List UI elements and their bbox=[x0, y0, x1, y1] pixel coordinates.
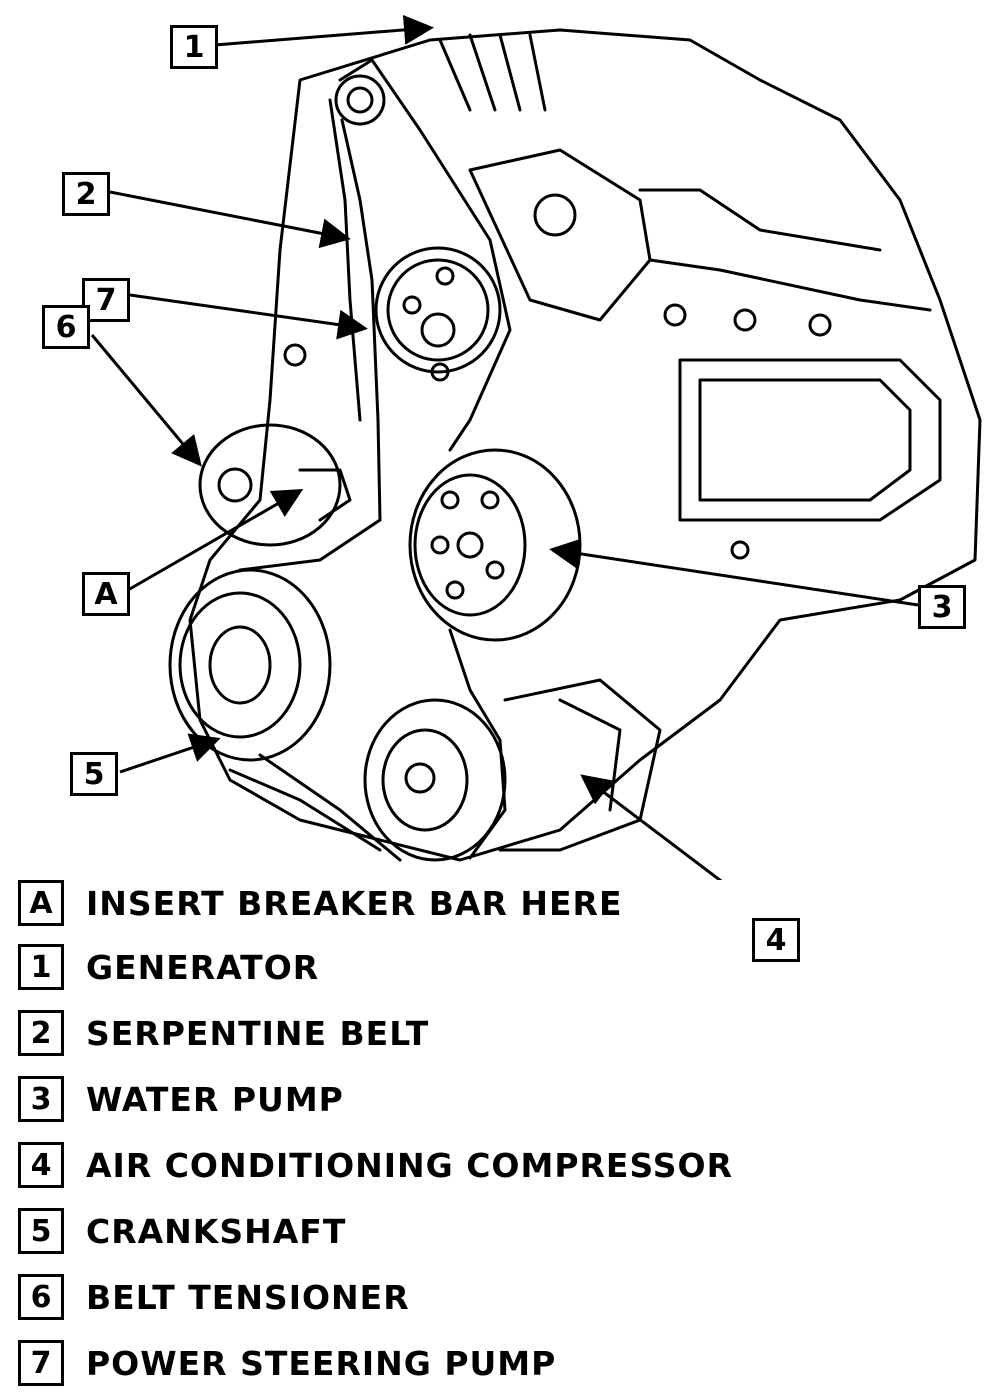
callout-3: 3 bbox=[918, 585, 966, 629]
legend-label: AIR CONDITIONING COMPRESSOR bbox=[86, 1145, 733, 1185]
legend-key: 6 bbox=[18, 1274, 64, 1320]
legend-key: 5 bbox=[18, 1208, 64, 1254]
legend-key: 3 bbox=[18, 1076, 64, 1122]
legend-label: INSERT BREAKER BAR HERE bbox=[86, 883, 623, 923]
legend-label: GENERATOR bbox=[86, 947, 320, 987]
legend-label: BELT TENSIONER bbox=[86, 1277, 410, 1317]
callout-6: 6 bbox=[42, 305, 90, 349]
legend-row-1: 1 GENERATOR bbox=[18, 942, 319, 992]
legend-row-a: A INSERT BREAKER BAR HERE bbox=[18, 878, 623, 928]
legend-key: 2 bbox=[18, 1010, 64, 1056]
legend-label: CRANKSHAFT bbox=[86, 1211, 347, 1251]
callout-7: 7 bbox=[82, 278, 130, 322]
legend-row-2: 2 SERPENTINE BELT bbox=[18, 1008, 429, 1058]
legend-label: POWER STEERING PUMP bbox=[86, 1343, 557, 1383]
callout-a: A bbox=[82, 572, 130, 616]
legend-key: 7 bbox=[18, 1340, 64, 1386]
legend-row-4: 4 AIR CONDITIONING COMPRESSOR bbox=[18, 1140, 733, 1190]
legend-row-7: 7 POWER STEERING PUMP bbox=[18, 1338, 556, 1388]
legend-row-6: 6 BELT TENSIONER bbox=[18, 1272, 410, 1322]
engine-belt-diagram: 1 2 7 6 A 3 5 4 bbox=[42, 14, 982, 962]
callout-2: 2 bbox=[62, 172, 110, 216]
callout-1: 1 bbox=[170, 25, 218, 69]
engine-illustration bbox=[90, 14, 982, 920]
legend-label: SERPENTINE BELT bbox=[86, 1013, 430, 1053]
callout-5: 5 bbox=[70, 752, 118, 796]
legend-key: A bbox=[18, 880, 64, 926]
legend-key: 4 bbox=[18, 1142, 64, 1188]
legend-row-5: 5 CRANKSHAFT bbox=[18, 1206, 346, 1256]
legend-key: 1 bbox=[18, 944, 64, 990]
callout-4: 4 bbox=[752, 918, 800, 962]
legend-row-3: 3 WATER PUMP bbox=[18, 1074, 344, 1124]
legend-label: WATER PUMP bbox=[86, 1079, 344, 1119]
